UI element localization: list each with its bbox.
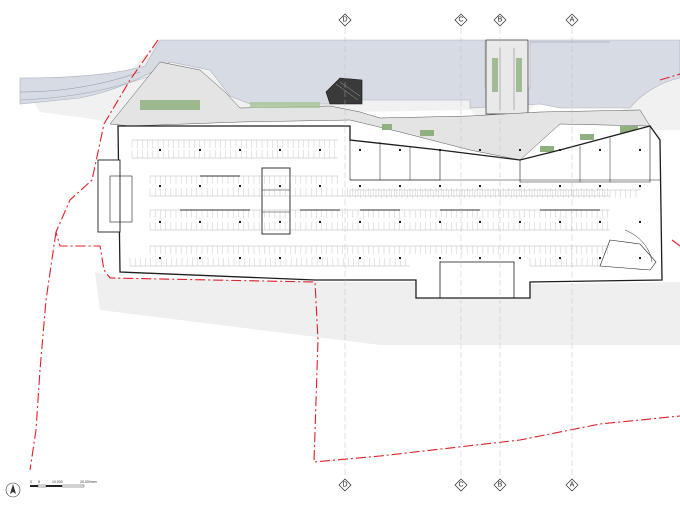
promenade: [109, 61, 651, 161]
section-lines: [344, 28, 573, 476]
svg-text:B: B: [498, 482, 503, 489]
svg-text:0: 0: [30, 480, 32, 484]
section-marker-d-bottom: D: [338, 478, 352, 492]
svg-text:D: D: [342, 482, 347, 489]
svg-text:20.000mm: 20.000mm: [80, 480, 97, 484]
svg-text:A: A: [570, 482, 575, 489]
structural-columns: [159, 149, 641, 259]
parking-stalls: [129, 139, 640, 267]
svg-text:B: B: [498, 17, 503, 24]
north-arrow-icon: [5, 482, 21, 498]
section-markers-top: D C B A: [338, 13, 579, 27]
scale-bar: 0 5 10.000 20.000mm: [30, 480, 97, 488]
section-markers-bottom: D C B A: [338, 478, 579, 492]
section-marker-c-top: C: [454, 13, 468, 27]
section-marker-b-top: B: [493, 13, 507, 27]
building-footprint: [97, 125, 663, 299]
svg-text:10.000: 10.000: [52, 480, 63, 484]
svg-text:D: D: [342, 17, 347, 24]
svg-text:A: A: [570, 17, 575, 24]
section-marker-c-bottom: C: [454, 478, 468, 492]
section-marker-a-top: A: [565, 13, 579, 27]
site-boundary: [29, 39, 680, 471]
section-marker-a-bottom: A: [565, 478, 579, 492]
section-marker-d-top: D: [338, 13, 352, 27]
section-marker-b-bottom: B: [493, 478, 507, 492]
pavilion: [325, 77, 363, 105]
svg-text:C: C: [458, 482, 463, 489]
pier: [485, 39, 529, 115]
svg-text:5: 5: [38, 480, 40, 484]
svg-text:C: C: [458, 17, 463, 24]
